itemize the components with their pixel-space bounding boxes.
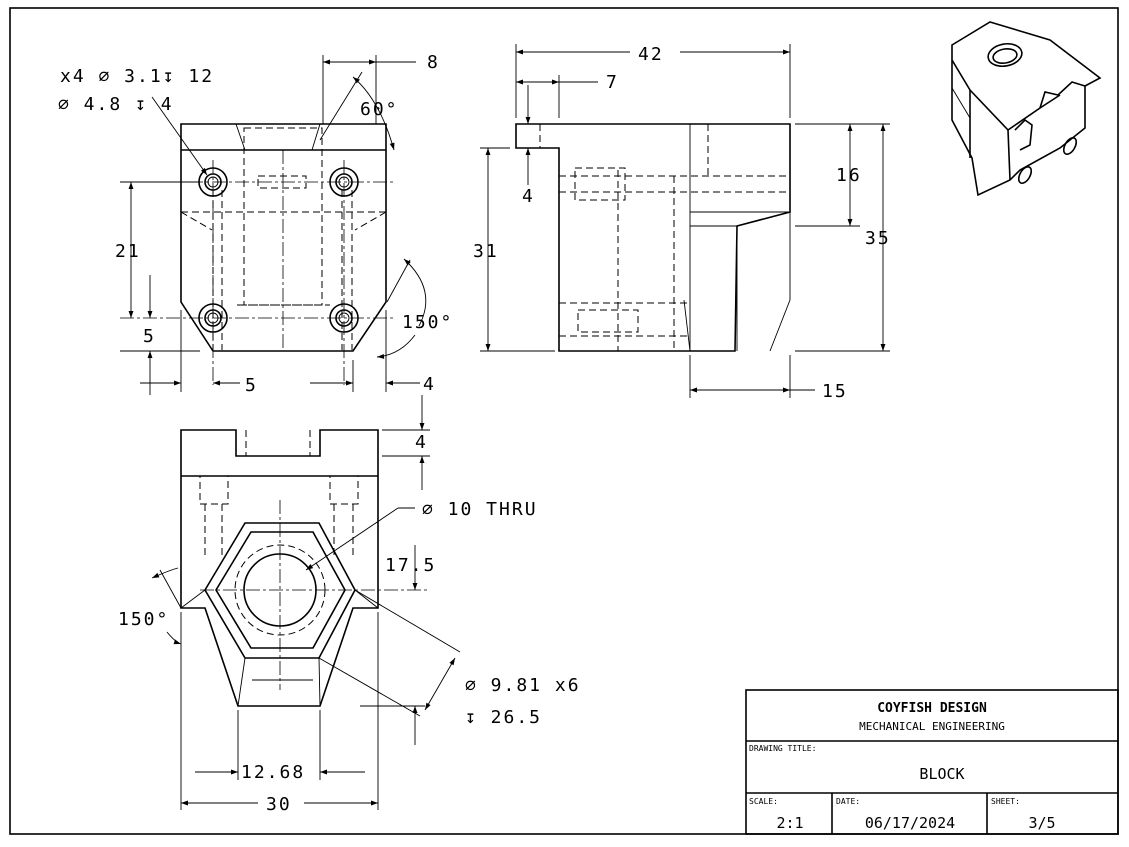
side-view bbox=[515, 123, 791, 352]
dim-bottom-150-deg: 150° bbox=[118, 609, 169, 630]
date-value: 06/17/2024 bbox=[865, 814, 955, 832]
dim-bottom-30: 30 bbox=[266, 794, 292, 815]
note-hex-depth: ↧ 26.5 bbox=[465, 707, 542, 728]
dim-side-42: 42 bbox=[638, 44, 664, 65]
scale-value: 2:1 bbox=[776, 814, 803, 832]
side-dimensions bbox=[480, 44, 890, 398]
drawing-title-label: DRAWING TITLE: bbox=[749, 744, 816, 753]
front-dimensions bbox=[120, 55, 427, 395]
dim-bottom-12-68: 12.68 bbox=[241, 762, 305, 783]
dim-front-5-vertical: 5 bbox=[143, 326, 156, 347]
isometric-view bbox=[951, 21, 1102, 197]
sheet-label: SHEET: bbox=[991, 797, 1020, 806]
hole-note-counterbore: x4 ∅ 3.1↧ 12 bbox=[60, 66, 214, 87]
scale-label: SCALE: bbox=[749, 797, 778, 806]
bottom-view bbox=[180, 429, 430, 707]
note-thru-hole: ∅ 10 THRU bbox=[422, 499, 538, 520]
dim-front-150-deg: 150° bbox=[402, 312, 453, 333]
front-view bbox=[120, 123, 395, 385]
title-block-company: COYFISH DESIGN bbox=[877, 701, 987, 716]
bottom-dimensions bbox=[151, 395, 461, 810]
dim-front-21: 21 bbox=[115, 241, 141, 262]
note-hex-flats: ∅ 9.81 x6 bbox=[465, 675, 581, 696]
dim-bottom-4: 4 bbox=[415, 432, 428, 453]
dim-front-8: 8 bbox=[427, 52, 440, 73]
dim-side-7: 7 bbox=[606, 72, 619, 93]
hole-note-counterbore-depth: ∅ 4.8 ↧ 4 bbox=[58, 94, 174, 115]
drawing-title: BLOCK bbox=[919, 765, 964, 783]
title-block-department: MECHANICAL ENGINEERING bbox=[859, 720, 1005, 733]
title-block bbox=[745, 689, 1119, 835]
dim-side-16: 16 bbox=[836, 165, 862, 186]
sheet-value: 3/5 bbox=[1028, 814, 1055, 832]
dim-bottom-17-5: 17.5 bbox=[385, 555, 436, 576]
sheet-border bbox=[9, 7, 1119, 835]
dim-front-60-deg: 60° bbox=[360, 99, 399, 120]
date-label: DATE: bbox=[836, 797, 860, 806]
dim-front-5-horizontal: 5 bbox=[245, 375, 258, 396]
dim-side-15: 15 bbox=[822, 381, 848, 402]
dim-side-4: 4 bbox=[522, 186, 535, 207]
dim-side-35: 35 bbox=[865, 228, 891, 249]
dim-side-31: 31 bbox=[473, 241, 499, 262]
dim-front-4: 4 bbox=[423, 374, 436, 395]
